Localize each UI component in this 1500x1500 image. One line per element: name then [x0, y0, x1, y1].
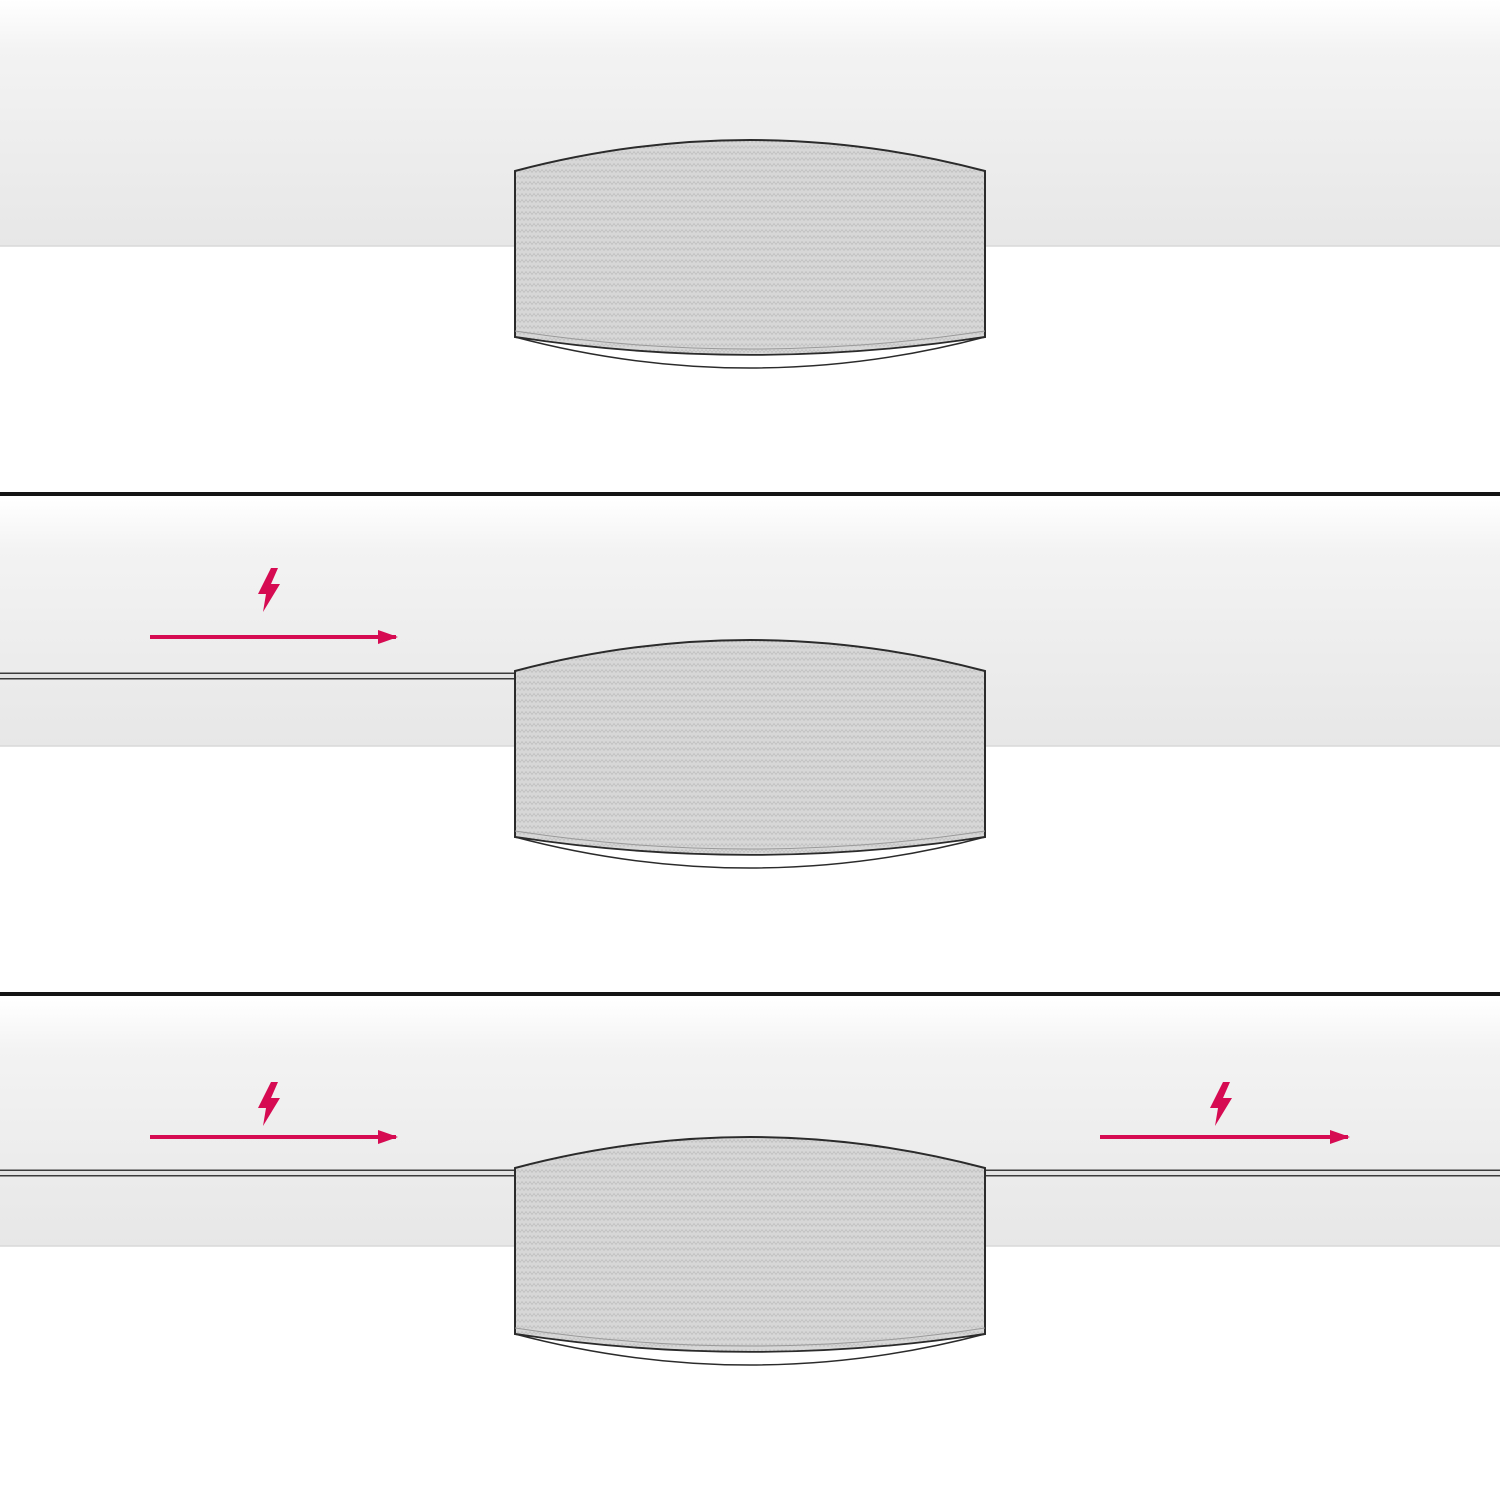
- power-feed-indicator-left: [150, 1082, 398, 1144]
- lamp-diffuser: [514, 836, 986, 869]
- panel-2-graphic: [0, 500, 1500, 869]
- lamp-diffuser: [514, 1333, 986, 1366]
- lamp-diffuser: [514, 336, 986, 369]
- panel-ceiling-lamp-left-feed: [0, 500, 1500, 1000]
- lightning-bolt-icon: [1210, 1082, 1232, 1126]
- lampshade-body: [514, 139, 986, 356]
- panel-3-graphic: [0, 1000, 1500, 1366]
- lampshade-bottom-rim: [514, 1327, 986, 1347]
- panel-divider-2: [0, 992, 1500, 996]
- lightning-bolt-icon: [258, 568, 280, 612]
- lampshade-bottom-rim: [514, 330, 986, 350]
- panel-ceiling-lamp-through-feed: [0, 1000, 1500, 1500]
- power-feed-indicator-left: [150, 568, 398, 644]
- panel-ceiling-lamp-no-feed: [0, 0, 1500, 500]
- drum-lampshade: [514, 1136, 986, 1366]
- panel-divider-1: [0, 492, 1500, 496]
- power-feed-indicator-right: [1100, 1082, 1350, 1144]
- lampshade-bottom-rim: [514, 830, 986, 850]
- lampshade-body: [514, 639, 986, 856]
- panel-1-graphic: [0, 0, 1500, 369]
- lightning-bolt-icon: [258, 1082, 280, 1126]
- drum-lampshade: [514, 639, 986, 869]
- lampshade-body: [514, 1136, 986, 1353]
- drum-lampshade: [514, 139, 986, 369]
